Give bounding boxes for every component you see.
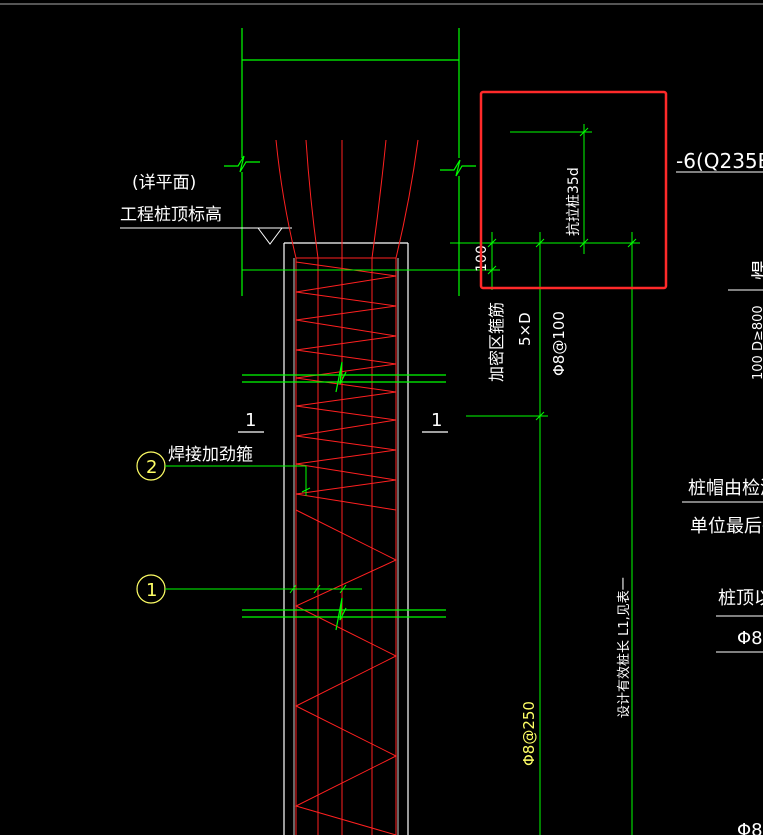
spiral-dense-zone [295,261,397,511]
anchor-length-label: 抗拉桩35d [565,167,582,236]
pile-cap-outline [224,28,476,296]
dimension-lines [242,124,640,835]
pile-outline [283,242,409,835]
pile-top-elevation-label: 工程桩顶标高 [120,205,222,225]
callout-2-label: 2 [146,457,157,478]
dense-zone-length-label: 5×D [516,312,534,346]
elevation-marker [120,227,292,245]
section-label-left: 1 [245,410,256,431]
longitudinal-rebars [295,257,397,835]
stirrup-normal-label: Φ8@250 [520,701,538,766]
pile-top-below-label: 桩顶以下 [718,588,763,609]
right-edge-text-2: 100 D≥800 [751,305,763,380]
stiffener-ring-upper [242,361,446,393]
rebar-spec-bottom-label: Φ8 [737,820,763,835]
pile-cap-unit-label: 单位最后确定 [690,516,763,537]
highlight-box [479,90,668,290]
spiral-normal-zone [294,509,398,835]
dense-zone-label: 加密区箍筋 [487,302,506,382]
plate-spec-label: -6(Q235B [676,149,763,173]
anchor-rebars [275,139,419,259]
rebar-spec-label: Φ8 [737,628,763,649]
callout-2-leader [165,465,311,496]
stiffener-ring-lower [242,597,446,631]
design-length-label: 设计有效桩长 L1,见表一 [617,577,632,718]
pile-cap-test-label: 桩帽由检测 [688,478,763,499]
callout-1-label: 1 [146,580,157,601]
detail-plan-label: (详平面) [132,173,196,193]
stirrup-dense-label: Φ8@100 [550,311,568,376]
weld-stiffener-label: 焊接加劲箍 [168,445,253,465]
section-label-right: 1 [431,410,442,431]
callout-1-leader [165,584,362,594]
right-edge-text-1: 焊 [749,260,763,280]
